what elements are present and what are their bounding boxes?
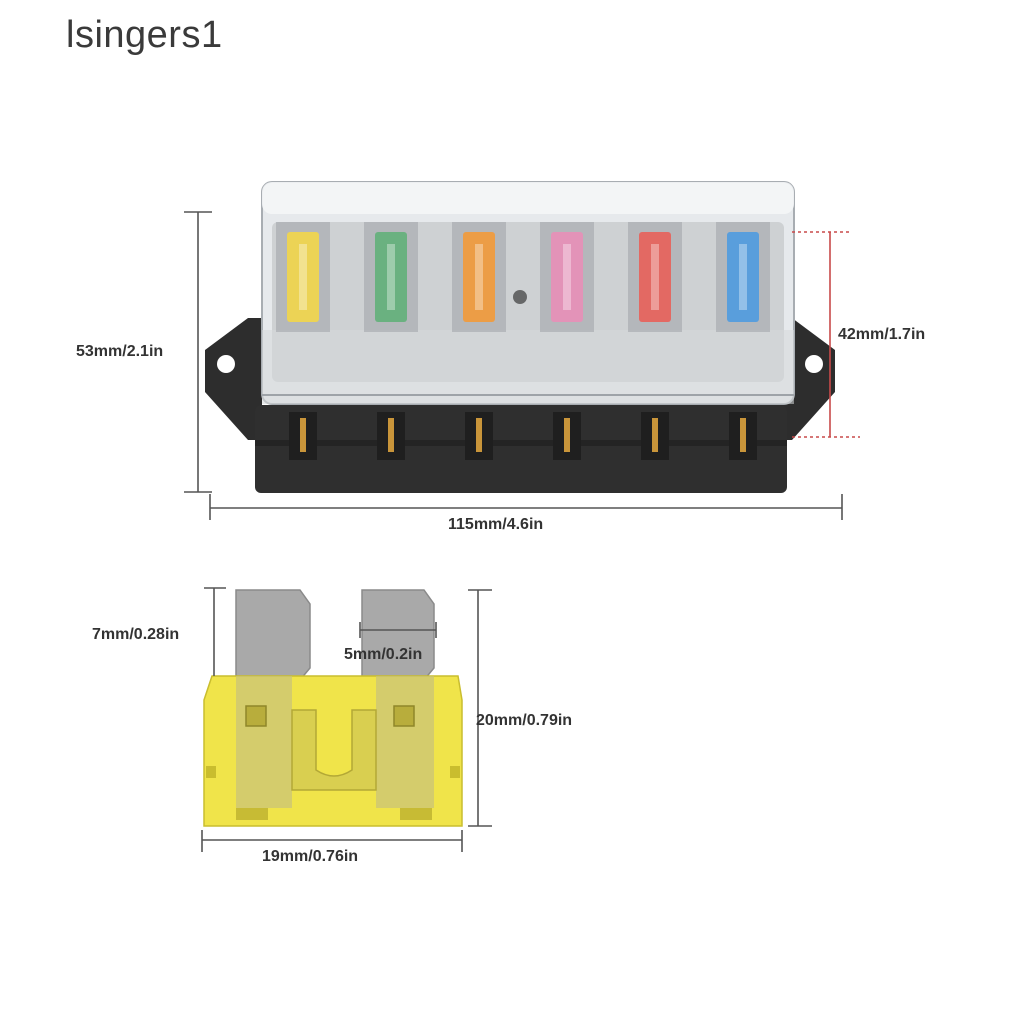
right-notch bbox=[450, 766, 460, 778]
mini-fuse bbox=[639, 232, 671, 322]
blade-fuse-height-label: 20mm/0.79in bbox=[476, 712, 573, 729]
blade-fuse bbox=[203, 589, 463, 827]
left-rivet bbox=[245, 705, 267, 727]
cover-front-band bbox=[262, 330, 794, 404]
watermark-text: lsingers1 bbox=[66, 14, 223, 56]
mini-fuse bbox=[287, 232, 319, 322]
blade-fuse-width-label: 19mm/0.76in bbox=[262, 848, 359, 865]
fuse-box-dimension-lines bbox=[184, 211, 843, 520]
terminal-pin bbox=[476, 418, 482, 452]
terminal-pin bbox=[300, 418, 306, 452]
mini-fuse bbox=[463, 232, 495, 322]
fuse-height-dimension-lines bbox=[792, 231, 860, 438]
right-blade bbox=[361, 589, 435, 681]
bottom-right-foot bbox=[400, 808, 432, 820]
mini-fuse-highlight bbox=[475, 244, 483, 310]
blade-fuse-dimension-lines bbox=[201, 587, 492, 852]
mini-fuse-highlight bbox=[651, 244, 659, 310]
mini-fuse bbox=[727, 232, 759, 322]
fuse-box-base bbox=[255, 405, 787, 493]
fuse-box-width-label: 115mm/4.6in bbox=[448, 516, 544, 533]
mini-fuse bbox=[551, 232, 583, 322]
blade-length-label: 7mm/0.28in bbox=[92, 626, 180, 643]
terminal-pin bbox=[388, 418, 394, 452]
right-mounting-hole bbox=[805, 355, 823, 373]
installed-fuses bbox=[276, 222, 770, 332]
bottom-left-foot bbox=[236, 808, 268, 820]
mini-fuse-highlight bbox=[387, 244, 395, 310]
mini-fuse bbox=[375, 232, 407, 322]
mini-fuse-highlight bbox=[299, 244, 307, 310]
mini-fuse-highlight bbox=[739, 244, 747, 310]
cover-top-edge bbox=[262, 182, 794, 214]
terminal-pin bbox=[564, 418, 570, 452]
left-mounting-flange bbox=[205, 318, 262, 440]
blade-fuse-left-terminal bbox=[236, 676, 292, 808]
left-mounting-hole bbox=[217, 355, 235, 373]
blade-fuse-right-terminal bbox=[376, 676, 434, 808]
fuse-box-base-lip bbox=[255, 440, 787, 446]
terminal-pin bbox=[652, 418, 658, 452]
terminal-pin bbox=[740, 418, 746, 452]
fuse-height-label: 42mm/1.7in bbox=[838, 326, 926, 343]
right-rivet bbox=[393, 705, 415, 727]
fuse-box-height-label: 53mm/2.1in bbox=[76, 343, 164, 360]
terminal-row bbox=[289, 412, 757, 460]
fuse-box bbox=[205, 181, 835, 493]
left-blade bbox=[235, 589, 311, 681]
fuse-element bbox=[291, 709, 377, 791]
cover-center-hole bbox=[513, 290, 527, 304]
left-notch bbox=[206, 766, 216, 778]
mini-fuse-highlight bbox=[563, 244, 571, 310]
blade-width-label: 5mm/0.2in bbox=[344, 646, 423, 663]
